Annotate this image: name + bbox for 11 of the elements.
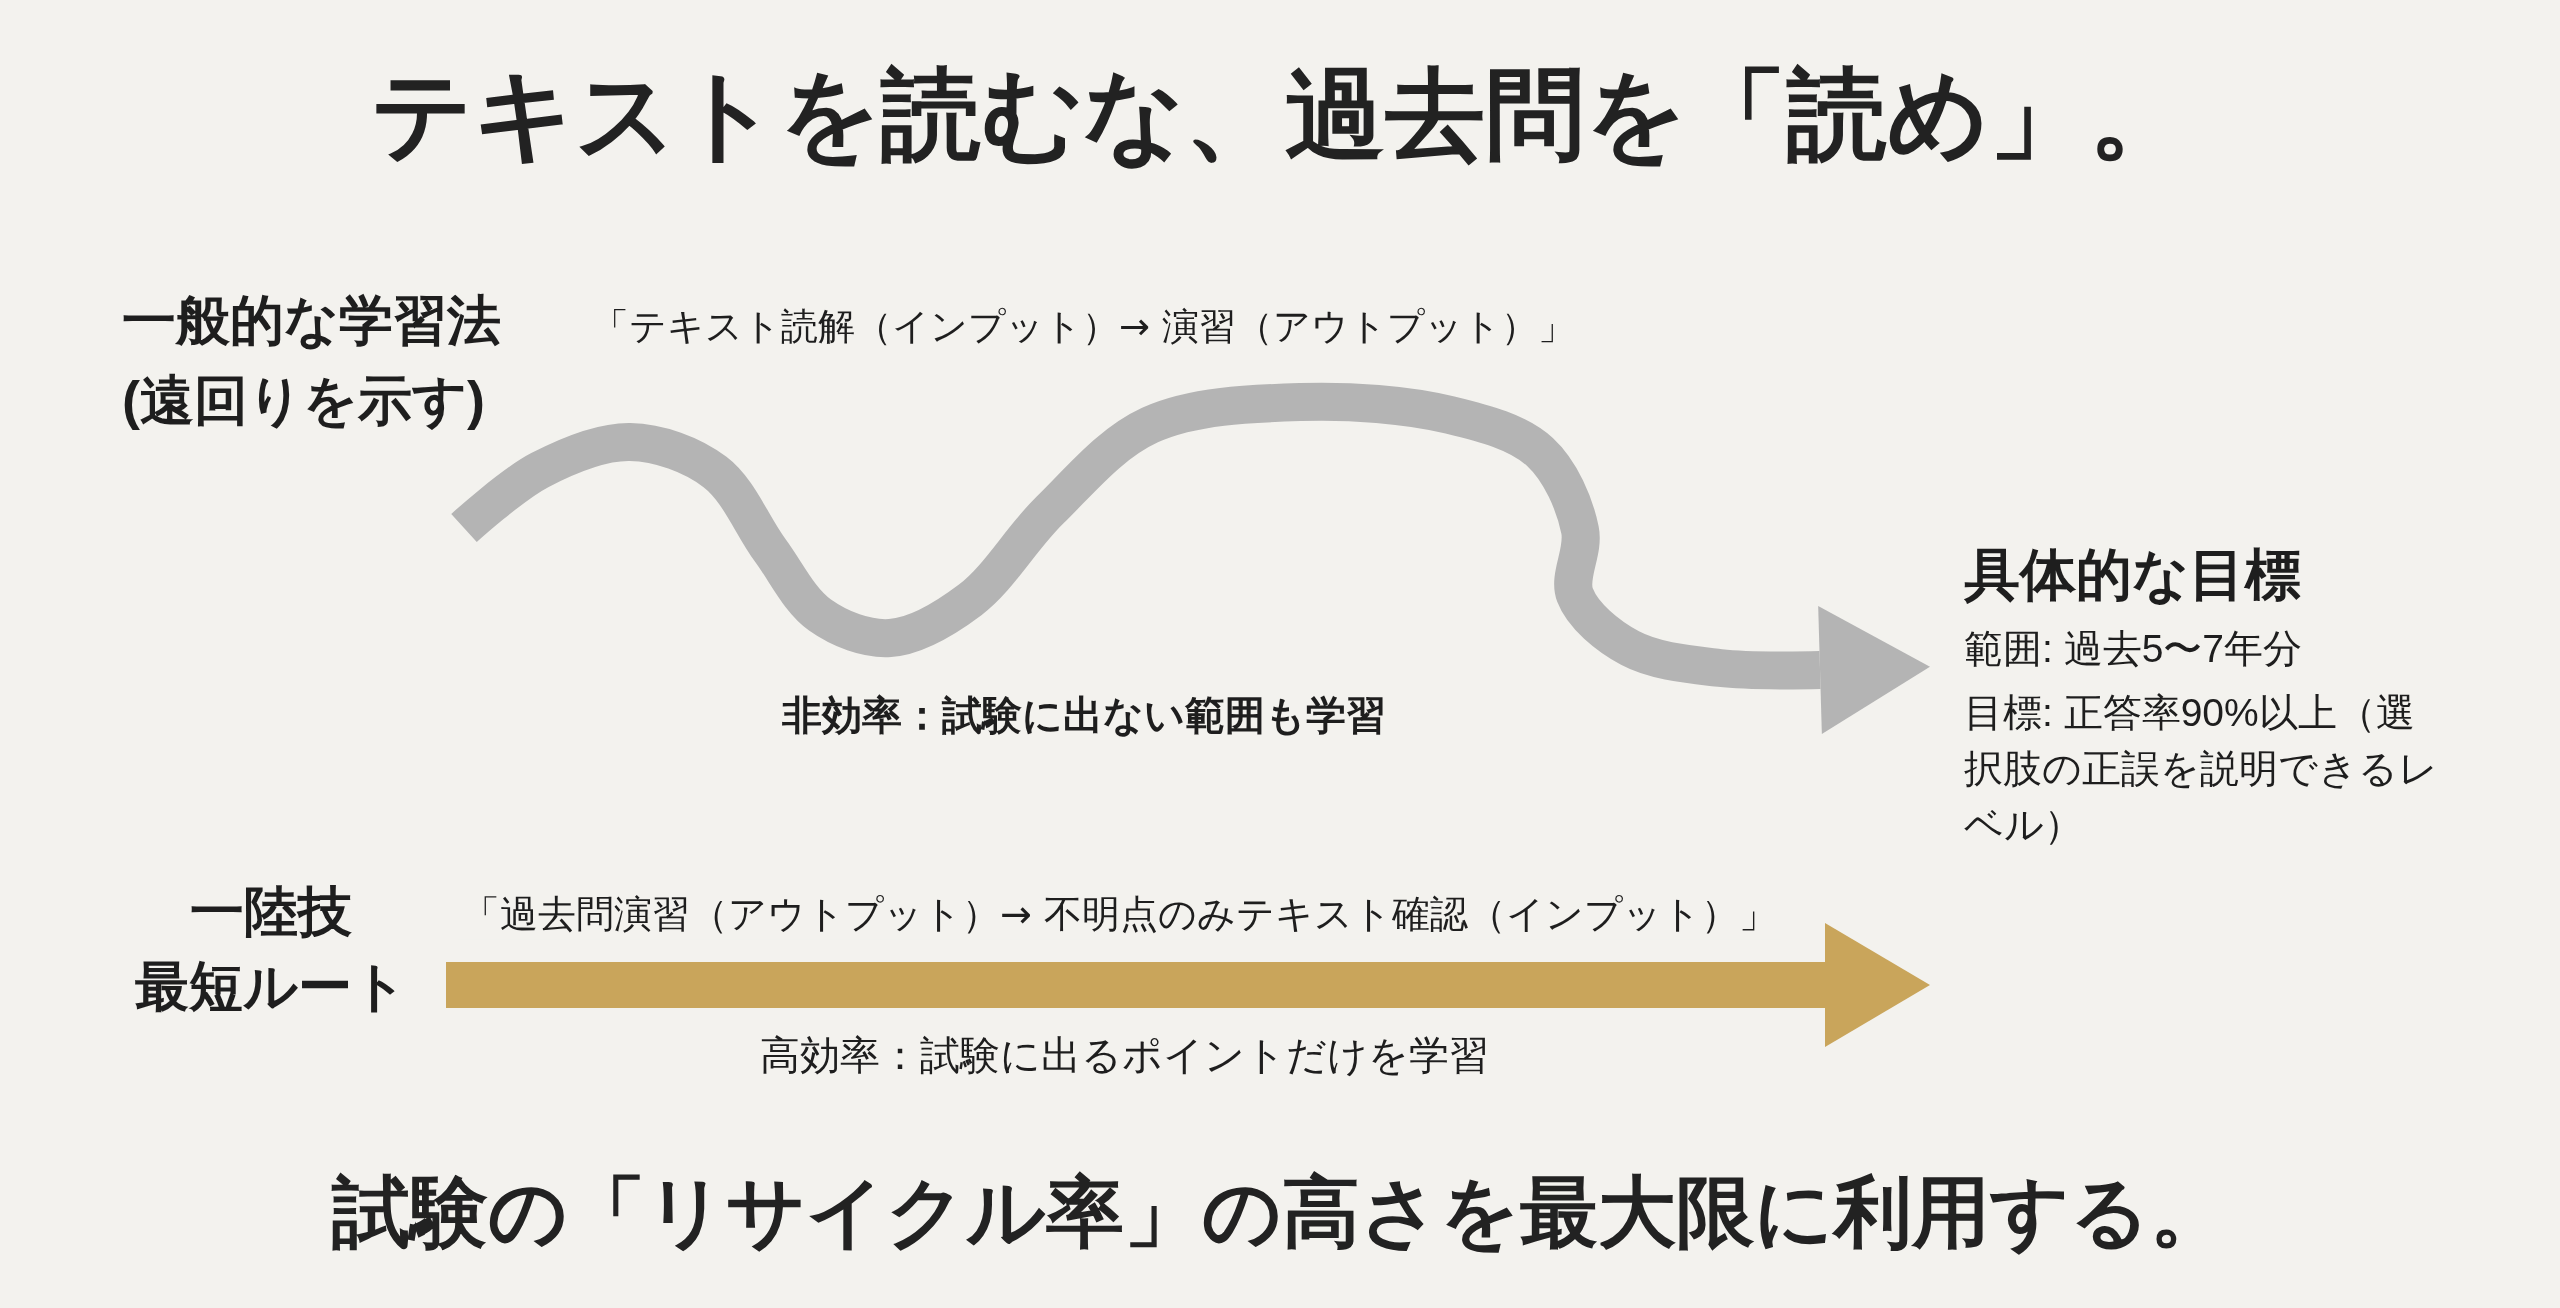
route-label: 一般的な学習法(遠回りを示す) <box>122 289 501 432</box>
annotation: 非効率：試験に出ない範囲も学習 <box>782 692 1386 739</box>
title: テキストを読むな、過去問を「読め」。 <box>370 57 2190 172</box>
wavy-arrow <box>451 382 1930 734</box>
route-label: 一陸技最短ルート <box>135 880 407 1018</box>
goal-detail: 範囲: 過去5〜7年分 <box>1964 626 2304 672</box>
goal-heading: 具体的な目標 <box>1964 542 2302 608</box>
goal-detail: 目標: 正答率90%以上（選択肢の正誤を説明できるレベル） <box>1964 690 2439 848</box>
caption: 試験の「リサイクル率」の高さを最大限に利用する。 <box>330 1167 2229 1258</box>
arrow <box>446 923 1930 1047</box>
annotation: 高効率：試験に出るポイントだけを学習 <box>759 1032 1489 1079</box>
